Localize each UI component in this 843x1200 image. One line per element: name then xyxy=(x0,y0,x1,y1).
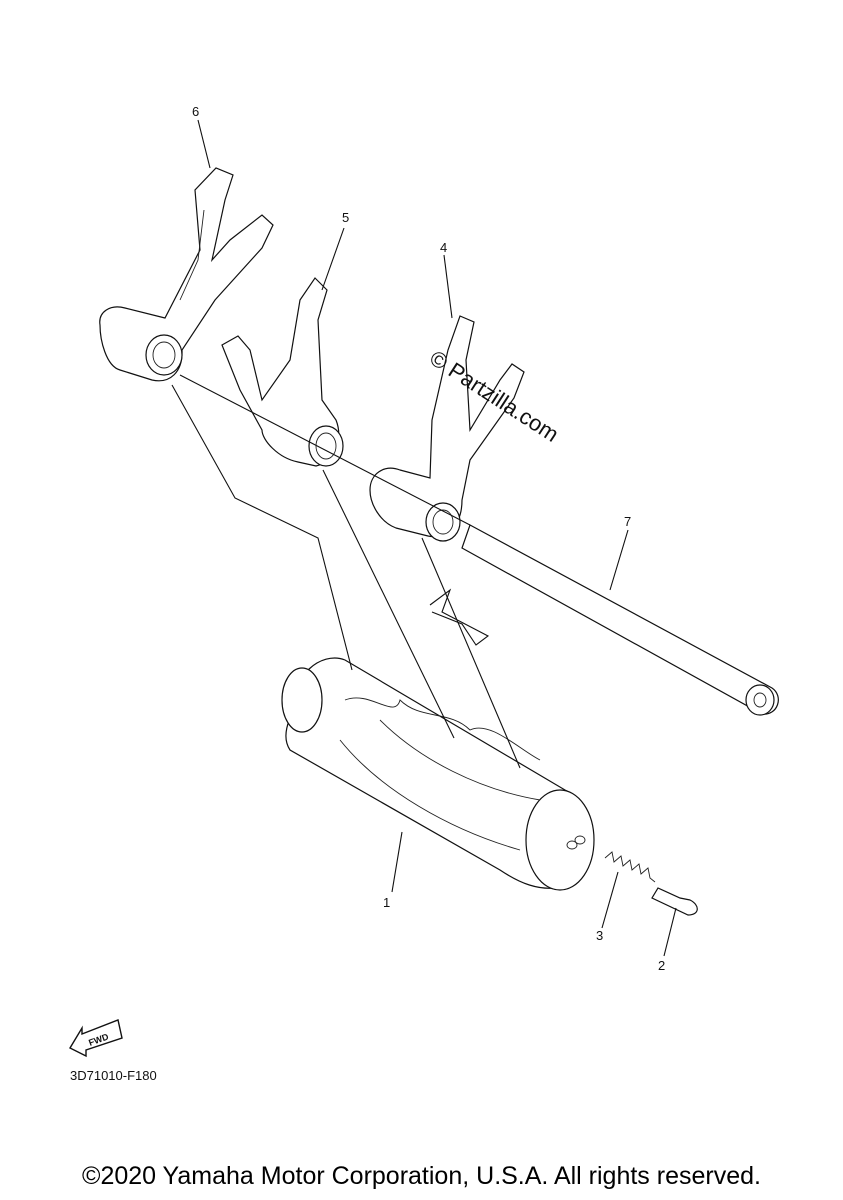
callout-1: 1 xyxy=(383,895,390,910)
callout-7: 7 xyxy=(624,514,631,529)
part-code: 3D71010-F180 xyxy=(70,1068,157,1083)
shift-drum-1 xyxy=(281,657,595,891)
spring-3 xyxy=(604,851,656,883)
pin-2 xyxy=(651,887,698,916)
callout-3: 3 xyxy=(596,928,603,943)
copyright-text: ©2020 Yamaha Motor Corporation, U.S.A. A… xyxy=(82,1162,761,1190)
shift-fork-shaft-7 xyxy=(179,374,779,716)
fwd-arrow-icon: FWD xyxy=(69,1019,123,1058)
callout-4: 4 xyxy=(440,240,447,255)
callout-6: 6 xyxy=(192,104,199,119)
leader-lines xyxy=(171,119,677,957)
shift-fork-5 xyxy=(221,277,344,467)
shift-fork-4 xyxy=(369,315,525,542)
callout-5: 5 xyxy=(342,210,349,225)
callout-2: 2 xyxy=(658,958,665,973)
shift-fork-6 xyxy=(99,167,274,382)
